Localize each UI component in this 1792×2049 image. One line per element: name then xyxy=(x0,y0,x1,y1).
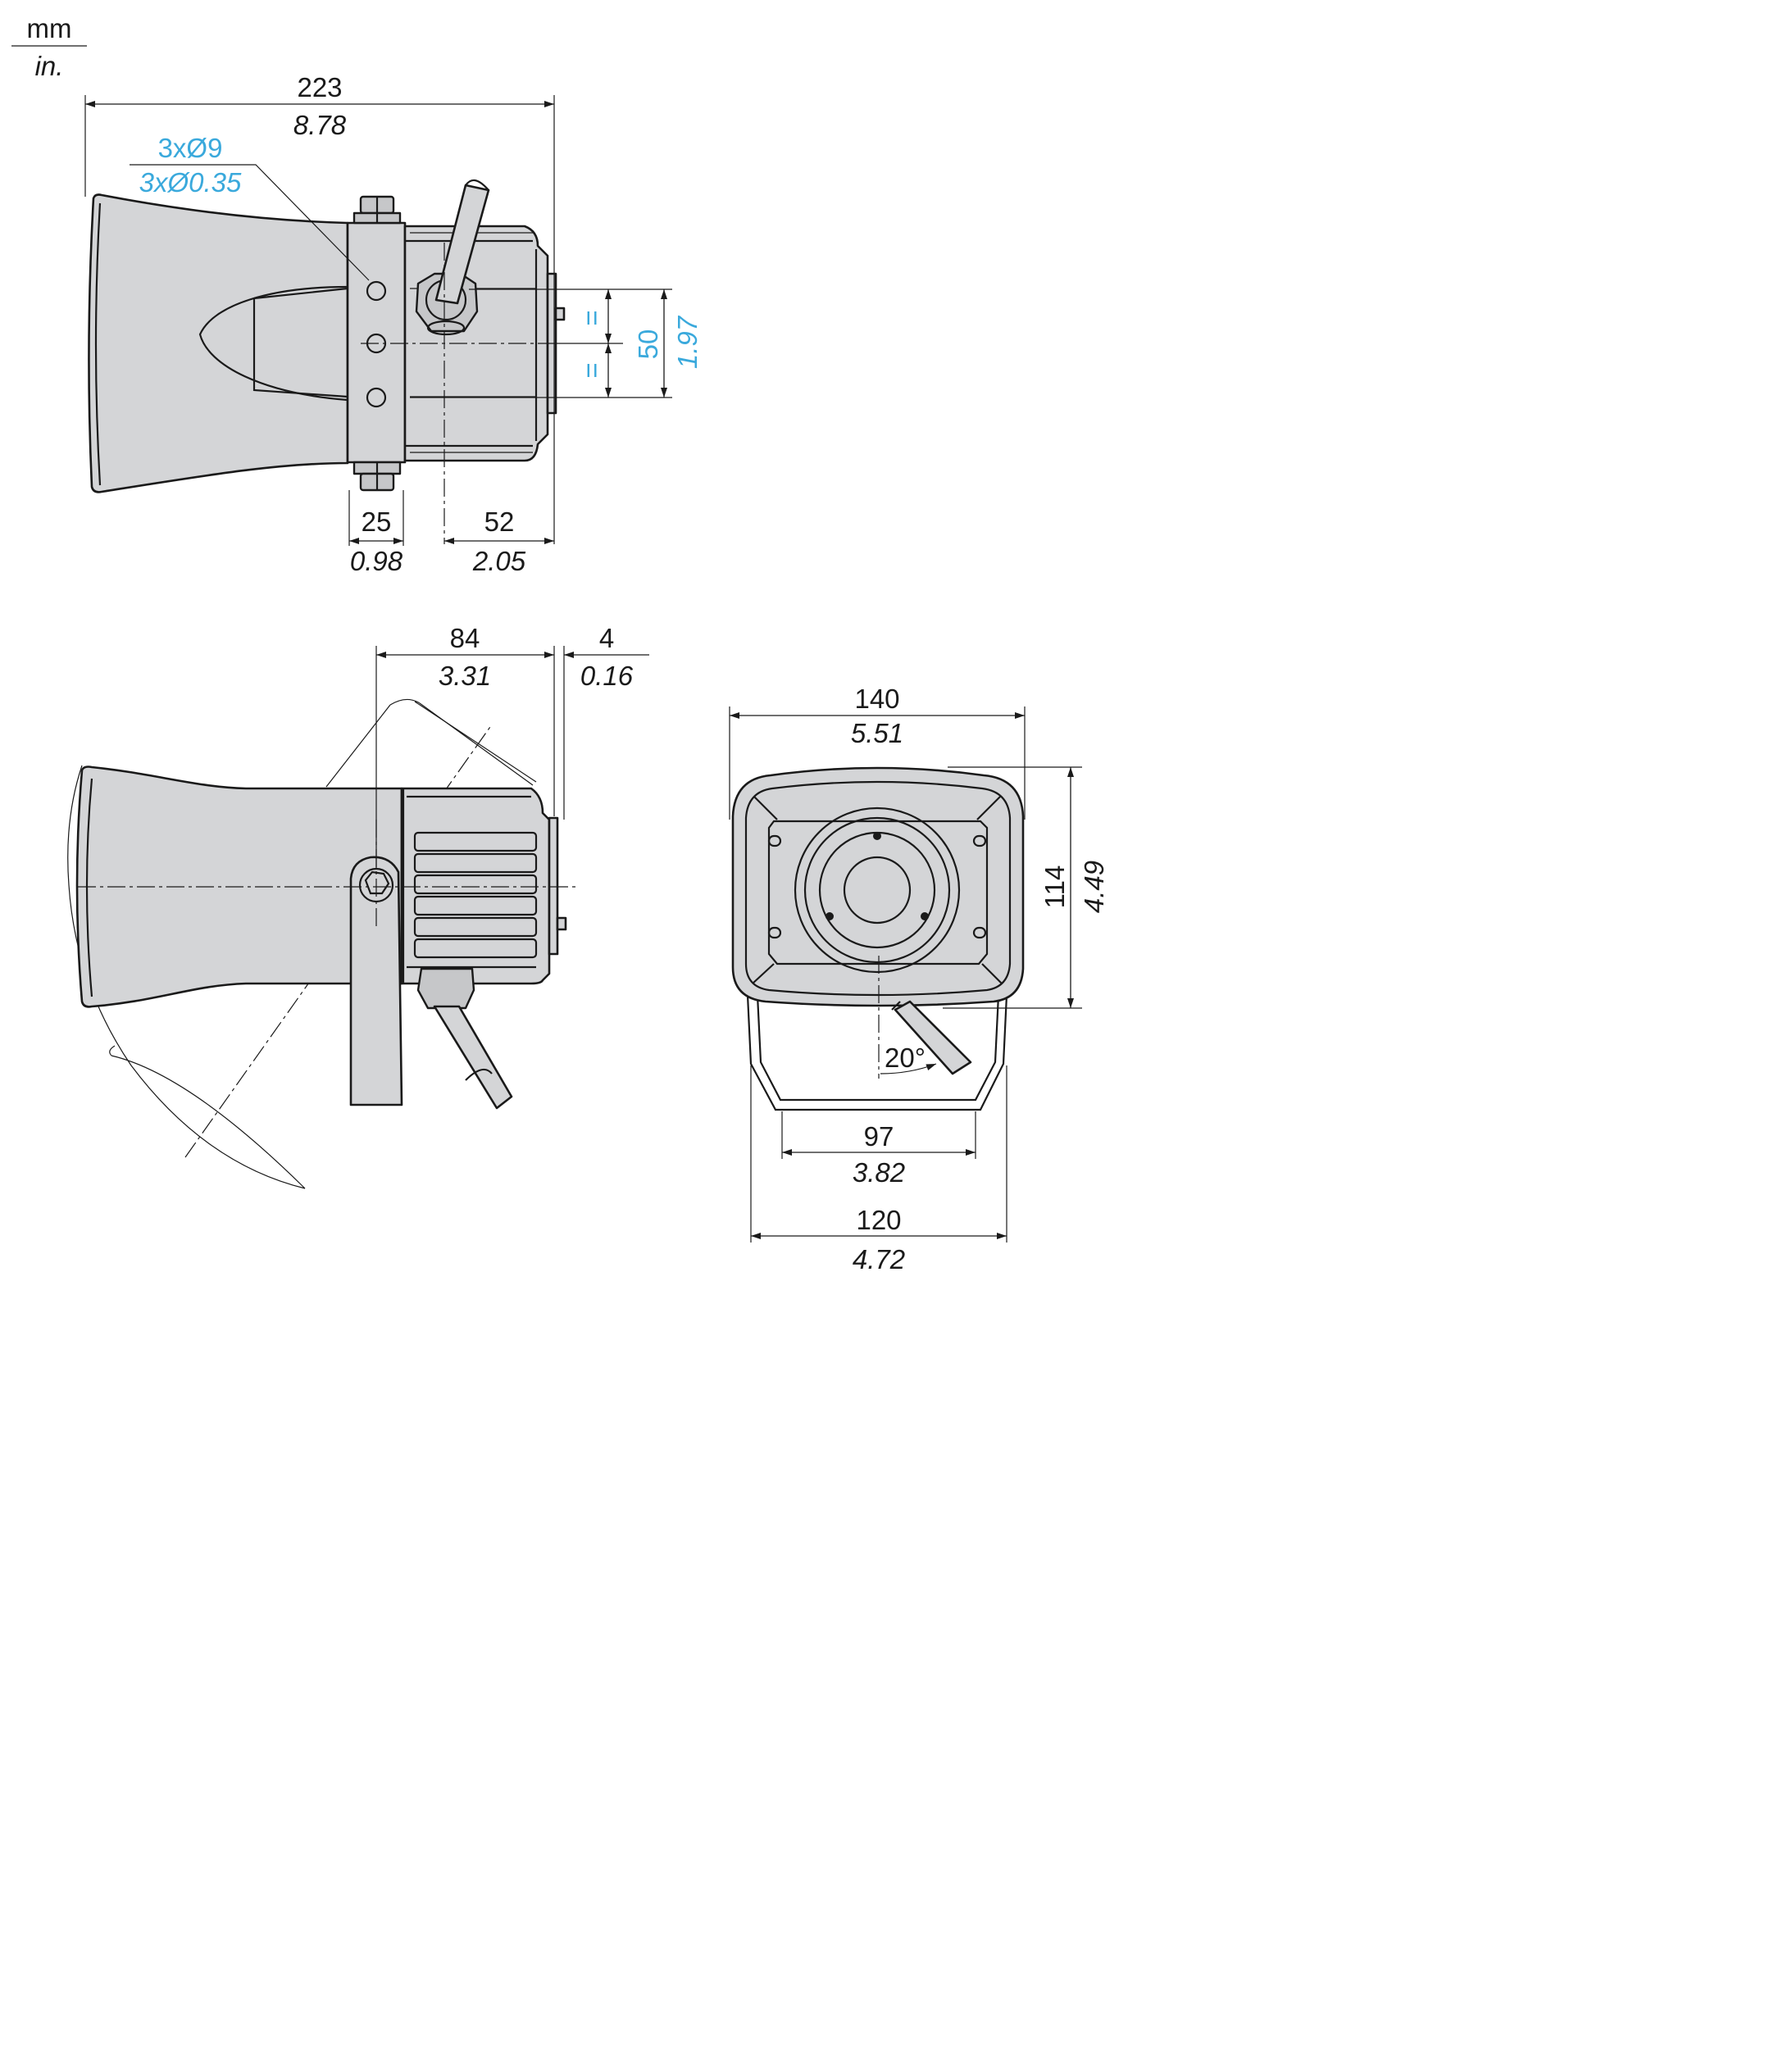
front-dimensions: 140 5.51 114 4.49 20° 97 3.82 120 4.72 xyxy=(729,684,1109,1274)
holes-mm: 3xØ9 xyxy=(158,133,223,163)
dim-5-51: 5.51 xyxy=(851,718,903,748)
dim-97: 97 xyxy=(864,1121,894,1152)
side-bracket xyxy=(349,856,403,1106)
top-dimensions: 223 8.78 3xØ9 3xØ0.35 = = 50 1.97 25 0.9… xyxy=(84,72,703,576)
dim-140: 140 xyxy=(854,684,899,714)
clamp-band xyxy=(346,221,407,464)
equal-mark-lower: = xyxy=(576,362,607,378)
dim-0-98: 0.98 xyxy=(350,546,403,576)
dim-2-05: 2.05 xyxy=(472,546,526,576)
dim-114: 114 xyxy=(1039,865,1070,909)
dim-3-82: 3.82 xyxy=(853,1157,905,1188)
dimension-drawing: mm in. xyxy=(11,13,1109,1274)
holes-in: 3xØ0.35 xyxy=(139,167,242,198)
dim-4-72: 4.72 xyxy=(853,1244,905,1274)
dim-50: 50 xyxy=(633,329,663,360)
front-housing xyxy=(731,766,1025,1007)
dim-223: 223 xyxy=(297,72,342,102)
dim-84: 84 xyxy=(450,623,480,653)
dim-120: 120 xyxy=(856,1205,901,1235)
top-view xyxy=(88,164,566,544)
dim-25: 25 xyxy=(362,507,392,537)
front-view xyxy=(731,766,1025,1111)
equal-mark-upper: = xyxy=(576,310,607,325)
dim-3-31: 3.31 xyxy=(439,661,491,691)
unit-mm: mm xyxy=(27,13,72,43)
angle-label: 20° xyxy=(885,1043,926,1073)
dim-0-16: 0.16 xyxy=(580,661,634,691)
horn-body xyxy=(88,193,349,493)
units-legend: mm in. xyxy=(11,13,87,81)
side-dimensions: 84 3.31 4 0.16 xyxy=(375,623,649,869)
side-view xyxy=(67,698,579,1189)
dim-52: 52 xyxy=(484,507,515,537)
front-bracket xyxy=(746,994,1008,1111)
dim-4: 4 xyxy=(599,623,614,653)
dim-8-78: 8.78 xyxy=(293,110,347,140)
dim-4-49: 4.49 xyxy=(1079,861,1109,913)
dim-1-97: 1.97 xyxy=(672,315,703,369)
unit-in: in. xyxy=(35,51,64,81)
